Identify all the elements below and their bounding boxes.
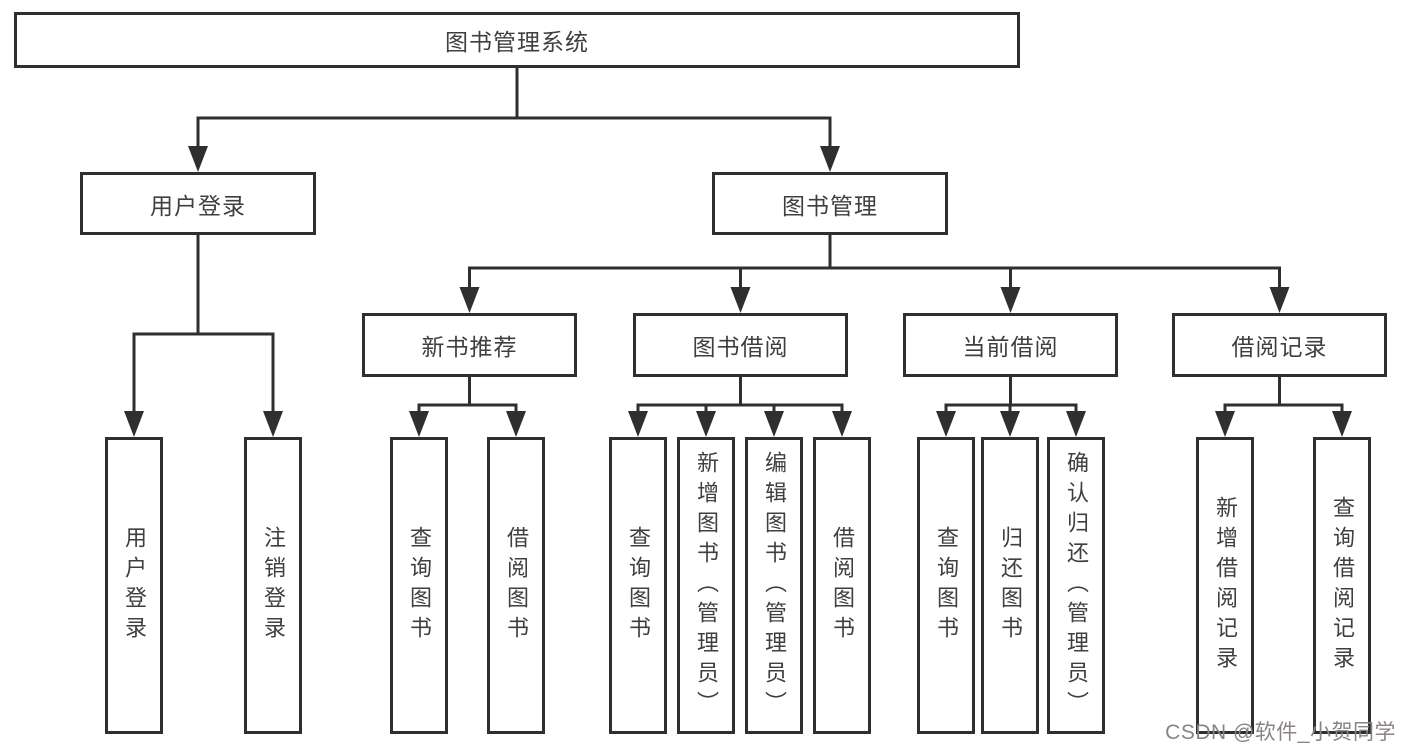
leaf-borrow-books: 借阅图书 xyxy=(813,437,871,734)
leaf-return-books: 归还图书 xyxy=(981,437,1039,734)
leaf-add-borrow-record: 新增借阅记录 xyxy=(1196,437,1254,734)
csdn-watermark: CSDN @软件_小贺同学 xyxy=(1165,721,1396,744)
leaf-add-books-admin: 新增图书（管理员） xyxy=(677,437,735,734)
leaf-borrow-books-recommend: 借阅图书 xyxy=(487,437,545,734)
leaf-edit-books-admin: 编辑图书（管理员） xyxy=(745,437,803,734)
node-book-borrow: 图书借阅 xyxy=(633,313,848,377)
leaf-query-borrow-record: 查询借阅记录 xyxy=(1313,437,1371,734)
node-user-login: 用户登录 xyxy=(80,172,316,235)
leaf-logout: 注销登录 xyxy=(244,437,302,734)
node-current-borrow: 当前借阅 xyxy=(903,313,1118,377)
leaf-user-login: 用户登录 xyxy=(105,437,163,734)
node-borrow-records: 借阅记录 xyxy=(1172,313,1387,377)
leaf-query-books-recommend: 查询图书 xyxy=(390,437,448,734)
node-new-book-recommend: 新书推荐 xyxy=(362,313,577,377)
arrowheads xyxy=(124,146,1352,437)
node-root: 图书管理系统 xyxy=(14,12,1020,68)
leaf-query-books-borrow: 查询图书 xyxy=(609,437,667,734)
node-book-management: 图书管理 xyxy=(712,172,948,235)
leaf-confirm-return-admin: 确认归还（管理员） xyxy=(1047,437,1105,734)
leaf-query-books-current: 查询图书 xyxy=(917,437,975,734)
